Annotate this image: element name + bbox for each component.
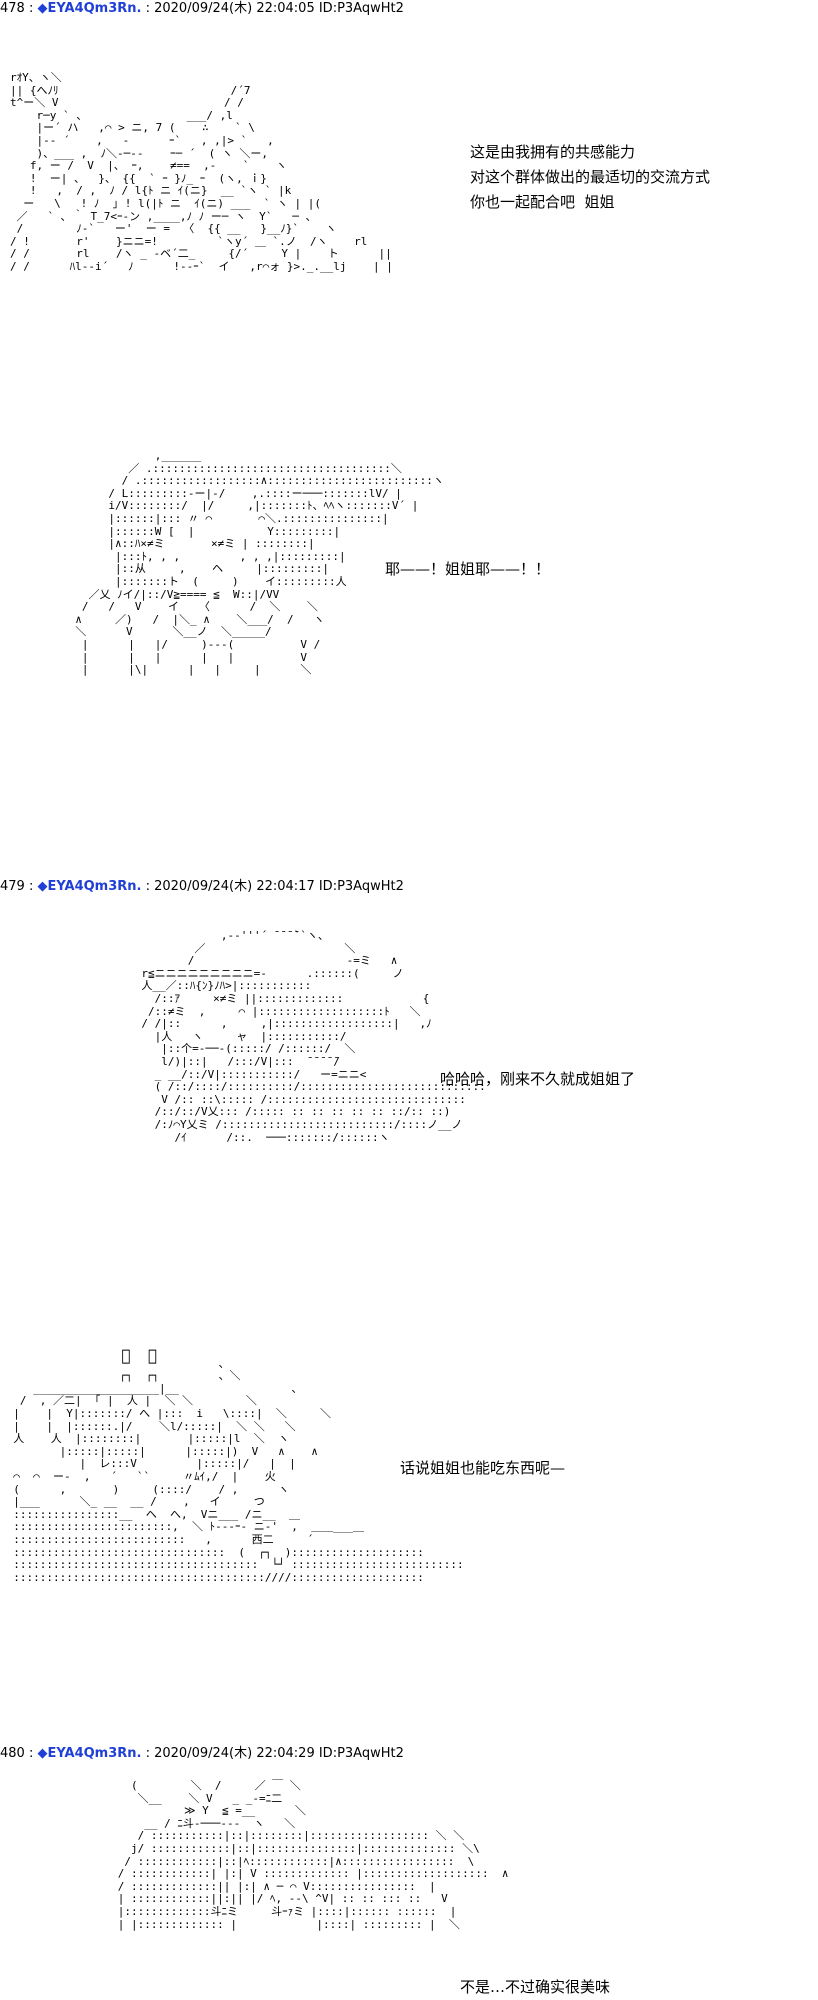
post-meta: : 2020/09/24(木) 22:04:17 ID:P3AqwHt2 (145, 879, 404, 894)
speech-text-480: 不是…不过确实很美味 (460, 1978, 611, 1996)
post-number: 479 : (0, 879, 34, 894)
poster-name[interactable]: ◆EYA4Qm3Rn. (37, 879, 142, 894)
ascii-art-479-b: ┌┐ ┌┐ └┘ └┘ 、 ┌┐ ┌┐ 、＼ _________________… (13, 1344, 464, 1584)
speech-text-479: 哈哈哈，刚来不久就成姐姐了 (440, 1070, 636, 1088)
speech-text-478: 这是由我拥有的共感能力 对这个群体做出的最适切的交流方式 你也一起配合吧 姐姐 (470, 143, 711, 211)
post-meta: : 2020/09/24(木) 22:04:29 ID:P3AqwHt2 (145, 1746, 404, 1761)
poster-name[interactable]: ◆EYA4Qm3Rn. (37, 1746, 142, 1761)
speech-text-479-b: 话说姐姐也能吃东西呢— (400, 1459, 566, 1477)
post-header-480: 480 : ◆EYA4Qm3Rn. : 2020/09/24(木) 22:04:… (0, 1745, 404, 1763)
post-header-478: 478 : ◆EYA4Qm3Rn. : 2020/09/24(木) 22:04:… (0, 0, 404, 18)
post-meta: : 2020/09/24(木) 22:04:05 ID:P3AqwHt2 (145, 1, 404, 16)
post-number: 480 : (0, 1746, 34, 1761)
ascii-art-478-b: ,______ ／ .:::::::::::::::::::::::::::::… (75, 449, 444, 677)
speech-text-478-b: 耶——！姐姐耶——！！ (385, 560, 551, 578)
ascii-art-479: ,-‐'''´ ̄ ̄ ̄ ̄``ヽ、 ／ ＼ / -=ミ ∧ r≦ニニニニニニ… (141, 929, 486, 1144)
ascii-art-478: rｵY、ヽ＼ || {へﾉﾘ /´7 t^ー＼ V / / r─y ` 、 __… (10, 71, 393, 273)
poster-name[interactable]: ◆EYA4Qm3Rn. (37, 1, 142, 16)
post-header-479: 479 : ◆EYA4Qm3Rn. : 2020/09/24(木) 22:04:… (0, 878, 404, 896)
post-number: 478 : (0, 1, 34, 16)
ascii-art-480: ( ＼ / ／ ￣ ＼ ＼__ ＼ V _ _-=ﾆ二 ≫ Y ≦ =__ ＼ … (117, 1779, 509, 1931)
